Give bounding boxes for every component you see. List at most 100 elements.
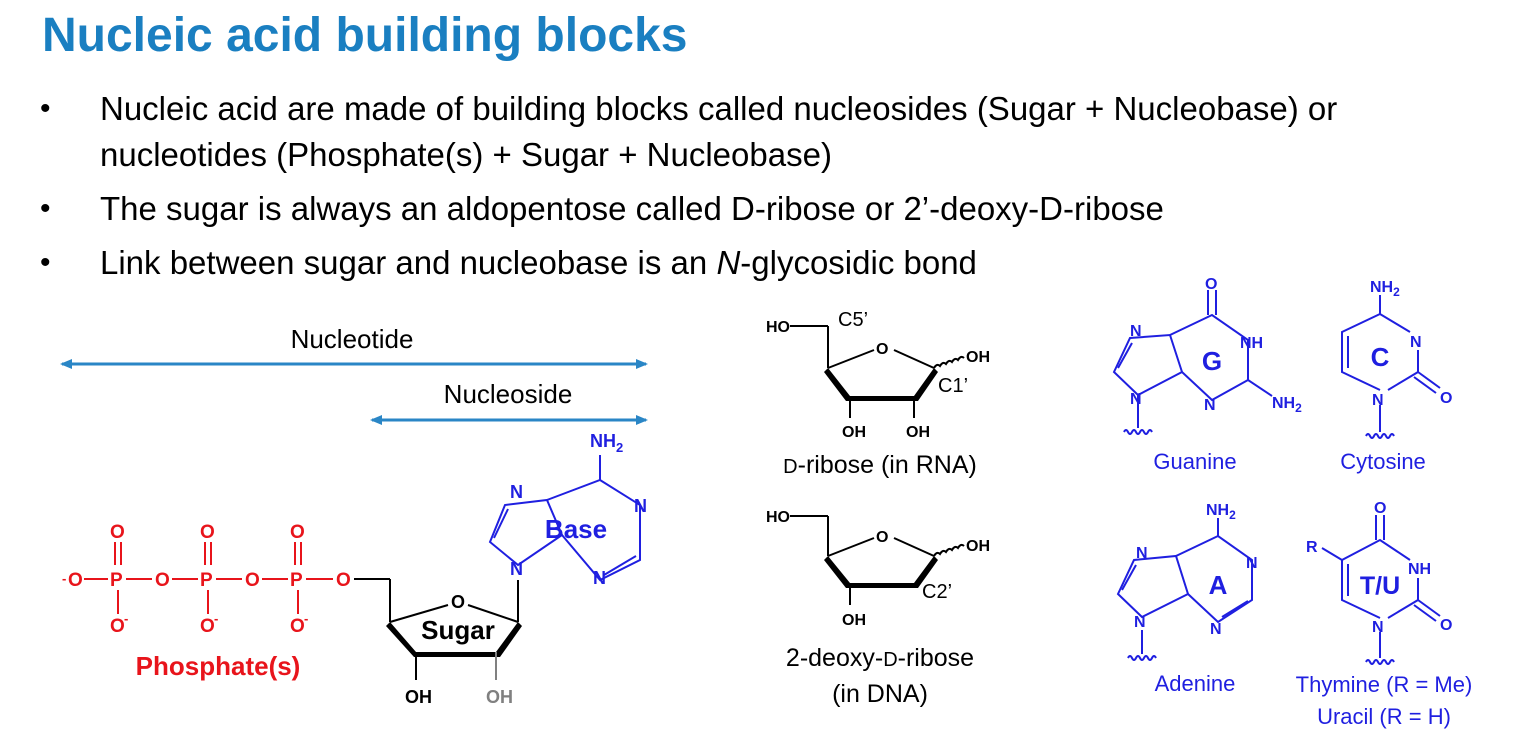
nitrogen: N xyxy=(1372,392,1384,409)
uracil-name: Uracil (R = H) xyxy=(1317,704,1451,729)
amine: NH xyxy=(590,431,616,451)
hydroxyl-3: OH xyxy=(842,424,866,441)
oxygen: O xyxy=(336,570,351,591)
charge-minus: - xyxy=(62,571,66,586)
bullet-1: Nucleic acid are made of building blocks… xyxy=(40,86,1360,178)
thymine-uracil-structure xyxy=(1321,515,1441,665)
nitrogen: N xyxy=(634,496,647,516)
c1-label: C1’ xyxy=(938,375,968,397)
phosphorus-2: P xyxy=(200,570,213,591)
subscript: 2 xyxy=(1295,401,1302,415)
bullet-1-text: Nucleic acid are made of building blocks… xyxy=(100,90,1338,173)
ribose-structure xyxy=(790,325,965,418)
deoxyribose-caption-line2: (in DNA) xyxy=(832,680,928,708)
oxygen: O xyxy=(1374,500,1386,517)
adenine-atoms: NH2 N N N N xyxy=(1134,502,1258,638)
bullet-3-post: -glycosidic bond xyxy=(740,244,977,281)
svg-text:NH2: NH2 xyxy=(590,431,623,455)
adenine-letter: A xyxy=(1209,570,1228,600)
ribose-atoms: HO O OH OH OH xyxy=(766,319,990,441)
caption-post: -ribose xyxy=(898,644,974,672)
nitrogen: N xyxy=(1204,397,1216,414)
oxygen: O xyxy=(110,616,125,637)
hydroxyl-3: OH xyxy=(842,612,866,629)
subscript: 2 xyxy=(616,440,623,455)
oxygen: O xyxy=(1440,617,1452,634)
bullet-2-text: The sugar is always an aldopentose calle… xyxy=(100,190,732,227)
nitrogen: N xyxy=(510,482,523,502)
hydroxyl-1: OH xyxy=(966,349,990,366)
caption-d: D xyxy=(883,649,897,671)
oxygen: O xyxy=(155,570,170,591)
cytosine-letter: C xyxy=(1371,342,1390,372)
nucleotide-base-atoms: N N N N NH2 xyxy=(510,431,647,588)
svg-text:NH2: NH2 xyxy=(1206,502,1236,522)
svg-text:NH2: NH2 xyxy=(1370,279,1400,299)
phosphate-chain: - O P O P O P O O O O O O O - - - xyxy=(62,522,351,637)
oxygen: O xyxy=(290,522,305,543)
thymine-uracil-letter: T/U xyxy=(1360,572,1400,600)
phosphate-bonds xyxy=(84,542,333,614)
sugar-label: Sugar xyxy=(421,615,495,645)
caption-d: D xyxy=(783,456,797,478)
bullet-3-text: Link between sugar and nucleobase is an xyxy=(100,244,717,281)
c2-label: C2’ xyxy=(922,581,952,603)
cytosine-structure xyxy=(1341,295,1441,439)
bullet-3: Link between sugar and nucleobase is an … xyxy=(40,240,1360,286)
hydroxyl-5: HO xyxy=(766,319,790,336)
nucleotide-label: Nucleotide xyxy=(291,324,414,354)
hydroxyl-2: OH xyxy=(906,424,930,441)
nitrogen: N xyxy=(1130,323,1142,340)
amine: NH xyxy=(1206,502,1229,519)
charge-minus: - xyxy=(304,611,308,626)
hydroxyl-1: OH xyxy=(966,538,990,555)
hydroxyl-3: OH xyxy=(405,687,432,707)
nitrogen: N xyxy=(510,559,523,579)
thymine-name: Thymine (R = Me) xyxy=(1296,672,1473,697)
oxygen: O xyxy=(200,616,215,637)
subscript: 2 xyxy=(1393,285,1400,299)
oxygen: O xyxy=(245,570,260,591)
nitrogen: N xyxy=(1246,555,1258,572)
nitrogen: N xyxy=(1136,545,1148,562)
nitrogen: N xyxy=(1134,614,1146,631)
bullet-2-post: -ribose xyxy=(1063,190,1164,227)
ribose-caption: D-ribose (in RNA) xyxy=(783,451,977,479)
caption-pre: 2-deoxy- xyxy=(786,644,883,672)
oxygen: O xyxy=(200,522,215,543)
oxygen: O xyxy=(68,570,83,591)
bullet-2-d2: D xyxy=(1039,190,1064,227)
guanine-letter: G xyxy=(1202,346,1222,376)
guanine-structure xyxy=(1112,290,1273,435)
page-title: Nucleic acid building blocks xyxy=(42,9,688,62)
hydroxyl-2-grey: OH xyxy=(486,687,513,707)
nitrogen: N xyxy=(1130,391,1142,408)
nucleotide-sugar-ring xyxy=(386,579,522,680)
nitrogen: N xyxy=(593,568,606,588)
nitrogen: N xyxy=(1410,334,1422,351)
caption-text: -ribose (in RNA) xyxy=(798,451,977,479)
nh-group: NH xyxy=(1408,561,1431,578)
phosphorus-3: P xyxy=(290,570,303,591)
ring-oxygen: O xyxy=(451,592,465,612)
bullet-2-d: D xyxy=(731,190,755,227)
ring-oxygen: O xyxy=(876,529,888,546)
adenine-structure xyxy=(1116,518,1253,661)
oxygen: O xyxy=(1440,390,1452,407)
c5-label: C5’ xyxy=(838,309,868,331)
cytosine-name: Cytosine xyxy=(1340,449,1426,474)
nh-group: NH xyxy=(1240,335,1263,352)
amine: NH xyxy=(1370,279,1393,296)
charge-minus: - xyxy=(124,611,128,626)
deoxyribose-atoms: HO O OH OH xyxy=(766,509,990,629)
svg-text:NH2: NH2 xyxy=(1272,395,1302,415)
nitrogen: N xyxy=(1372,619,1384,636)
guanine-name: Guanine xyxy=(1153,449,1236,474)
nitrogen: N xyxy=(1210,621,1222,638)
subscript: 2 xyxy=(1229,508,1236,522)
nucleotide-base xyxy=(488,455,641,582)
ring-oxygen: O xyxy=(876,341,888,358)
oxygen: O xyxy=(110,522,125,543)
guanine-atoms: O N NH N N NH2 xyxy=(1130,276,1302,415)
bullet-2-mid: -ribose or 2’-deoxy- xyxy=(754,190,1040,227)
